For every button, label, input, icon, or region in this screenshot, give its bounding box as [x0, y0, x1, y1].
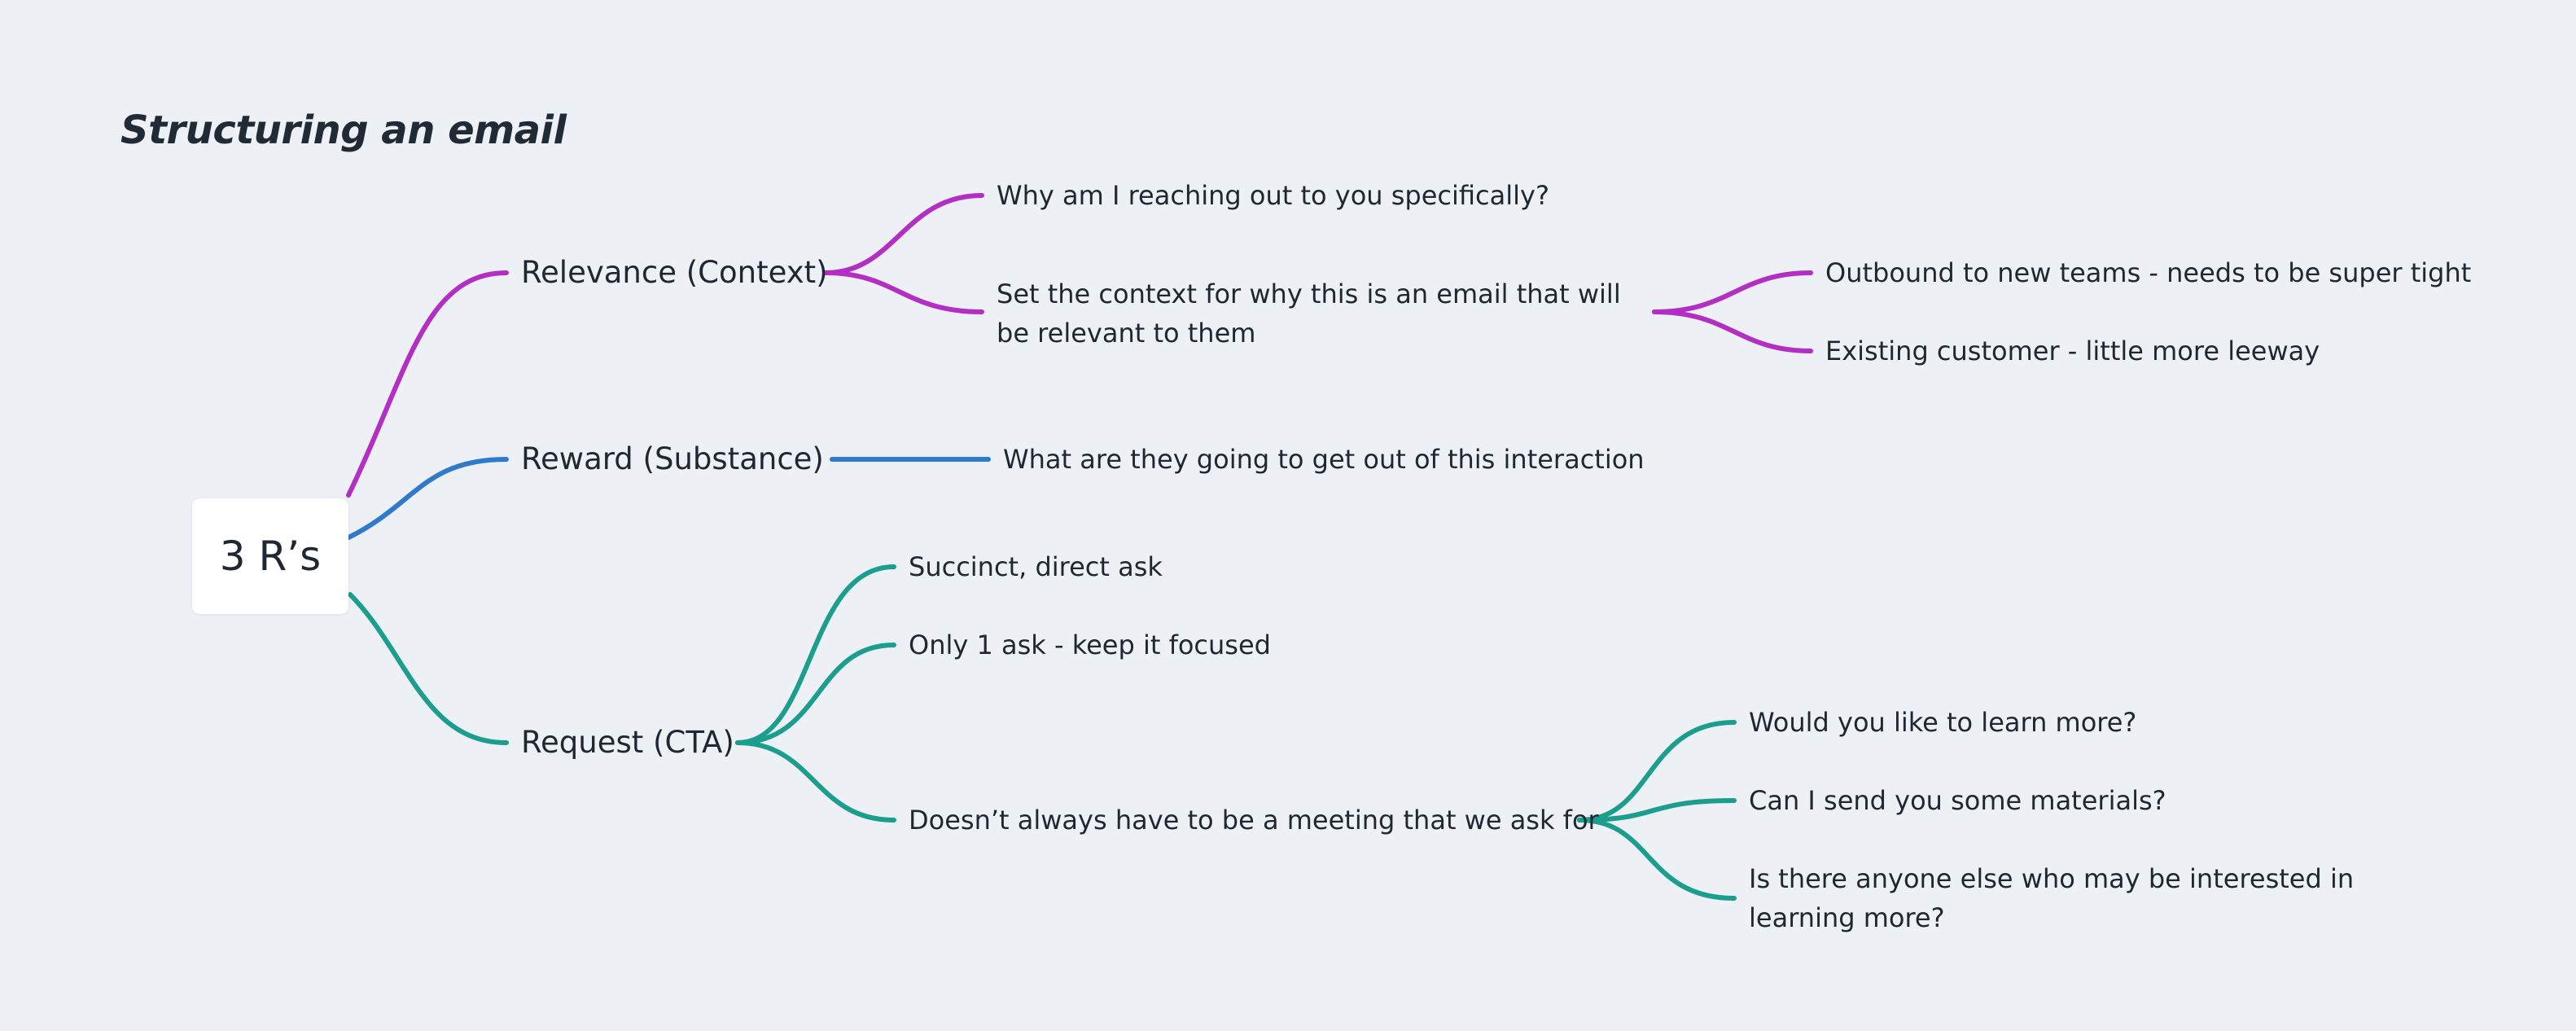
- node-anyone-else[interactable]: Is there anyone else who may be interest…: [1749, 863, 2355, 933]
- node-only-one-ask[interactable]: Only 1 ask - keep it focused: [909, 630, 1271, 660]
- node-why-reaching-out[interactable]: Why am I reaching out to you specificall…: [997, 180, 1549, 211]
- node-learn-more[interactable]: Would you like to learn more?: [1749, 707, 2137, 738]
- connector-relevance-context: [823, 270, 984, 314]
- node-relevance[interactable]: Relevance (Context): [521, 255, 828, 290]
- node-succinct-ask[interactable]: Succinct, direct ask: [909, 551, 1163, 582]
- node-send-materials[interactable]: Can I send you some materials?: [1749, 785, 2166, 816]
- connector-request-succinct: [735, 564, 896, 745]
- connector-request-not-meeting: [735, 740, 896, 823]
- connector-context-existing: [1652, 309, 1813, 353]
- connector-request-one-ask: [735, 643, 896, 745]
- connector-root-request: [348, 592, 509, 745]
- connector-meeting-learn: [1577, 720, 1737, 823]
- node-reward[interactable]: Reward (Substance): [521, 441, 824, 476]
- connector-root-relevance: [346, 270, 509, 498]
- connector-root-reward: [346, 457, 509, 540]
- node-outbound-new-teams[interactable]: Outbound to new teams - needs to be supe…: [1825, 257, 2472, 288]
- node-request[interactable]: Request (CTA): [521, 725, 734, 760]
- connector-relevance-why: [823, 193, 984, 275]
- diagram-title: Structuring an email: [120, 107, 567, 153]
- connector-meeting-anyone: [1577, 818, 1737, 901]
- node-what-they-get[interactable]: What are they going to get out of this i…: [1003, 444, 1645, 475]
- root-node[interactable]: 3 R’s: [192, 498, 348, 614]
- node-not-always-meeting[interactable]: Doesn’t always have to be a meeting that…: [909, 805, 1599, 836]
- node-set-context[interactable]: Set the context for why this is an email…: [997, 279, 1621, 349]
- connector-meeting-materials: [1577, 798, 1737, 823]
- node-existing-customer[interactable]: Existing customer - little more leeway: [1825, 336, 2320, 366]
- connector-context-outbound: [1652, 270, 1813, 314]
